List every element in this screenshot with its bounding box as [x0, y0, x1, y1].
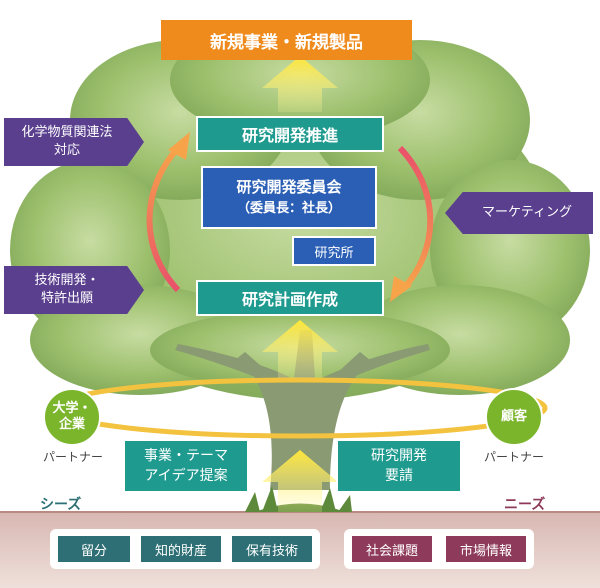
rd-committee-box: 研究開発委員会 （委員長：社長） — [201, 166, 377, 229]
rd-request-label-2: 要請 — [385, 468, 413, 484]
left-partner-caption: パートナー — [42, 450, 103, 464]
seeds-item-technology: 保有技術 — [232, 536, 312, 562]
needs-item-social: 社会課題 — [352, 536, 432, 562]
seeds-panel: 留分 知的財産 保有技術 — [50, 529, 320, 569]
needs-label: ニーズ — [504, 497, 546, 513]
trunk — [175, 330, 430, 490]
tech-patent-label-2: 特許出願 — [40, 291, 93, 306]
rd-promotion-label: 研究開発推進 — [241, 126, 338, 145]
idea-proposal-label-1: 事業・テーマ — [144, 448, 228, 464]
tech-patent-tag: 技術開発・ 特許出願 — [4, 266, 144, 314]
up-arrows — [262, 56, 338, 512]
needs-panel: 社会課題 市場情報 — [344, 529, 534, 569]
chemical-law-label-1: 化学物質関連法 — [21, 125, 113, 140]
needs-item-market: 市場情報 — [446, 536, 526, 562]
university-company-label-2: 企業 — [58, 417, 85, 432]
marketing-label: マーケティング — [482, 205, 572, 220]
rd-promotion-box: 研究開発推進 — [196, 116, 384, 152]
customer-circle: 顧客 — [485, 388, 543, 446]
rd-request-box: 研究開発 要請 — [336, 439, 462, 493]
customer-label: 顧客 — [500, 409, 527, 424]
rd-committee-label: 研究開発委員会 — [236, 177, 342, 196]
laboratory-label: 研究所 — [314, 245, 354, 261]
idea-proposal-box: 事業・テーマ アイデア提案 — [123, 439, 249, 493]
new-business-label: 新規事業・新規製品 — [210, 32, 363, 53]
right-partner-caption: パートナー — [483, 450, 544, 464]
chemical-law-tag: 化学物質関連法 対応 — [4, 118, 144, 166]
rd-request-label-1: 研究開発 — [371, 448, 427, 464]
research-plan-box: 研究計画作成 — [196, 280, 384, 316]
marketing-tag: マーケティング — [445, 192, 593, 234]
seeds-label: シーズ — [40, 497, 82, 513]
cycle-arrow-left — [146, 145, 181, 293]
seeds-item-ip: 知的財産 — [141, 536, 221, 562]
chemical-law-label-2: 対応 — [53, 143, 80, 158]
laboratory-box: 研究所 — [292, 236, 376, 266]
tech-patent-label-1: 技術開発・ — [34, 273, 100, 288]
research-plan-label: 研究計画作成 — [241, 290, 338, 309]
new-business-box: 新規事業・新規製品 — [161, 20, 412, 60]
idea-proposal-label-2: アイデア提案 — [144, 468, 228, 484]
university-company-circle: 大学・ 企業 — [43, 388, 101, 446]
rd-committee-subtitle: （委員長：社長） — [236, 200, 341, 216]
seeds-item-fraction: 留分 — [58, 536, 130, 562]
university-company-label-1: 大学・ — [52, 401, 92, 416]
cycle-arrow-right — [397, 145, 434, 293]
